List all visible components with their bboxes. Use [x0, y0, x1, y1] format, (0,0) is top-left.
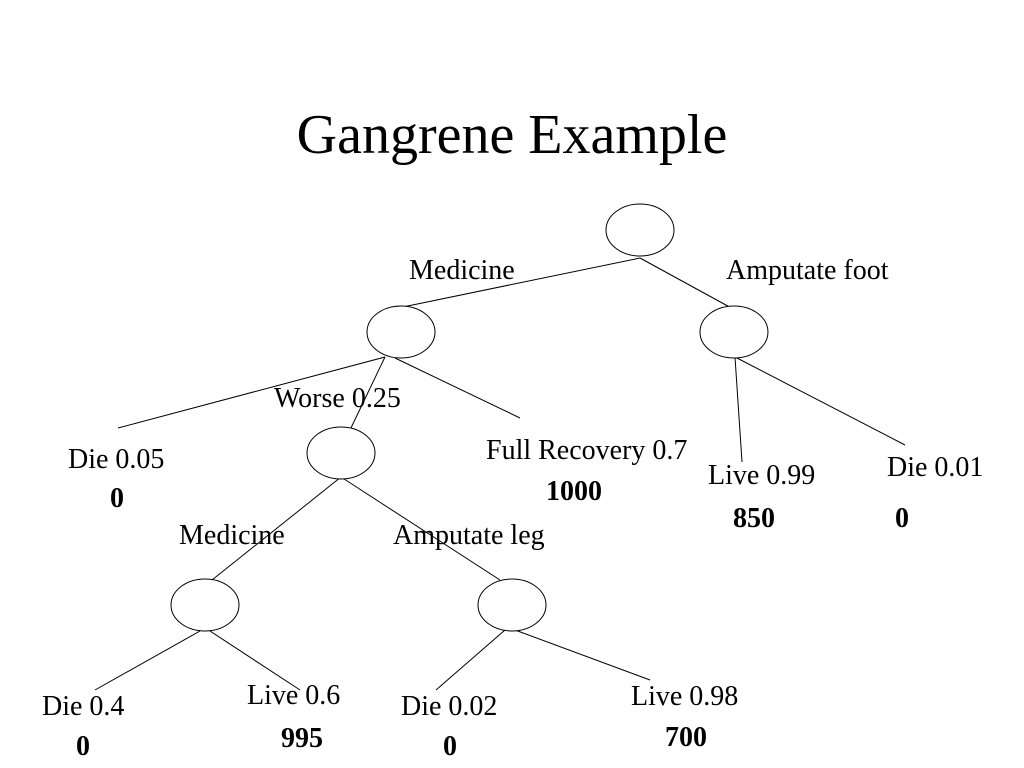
- edge-medicine-die: [117, 356, 386, 429]
- edge-root-amputate-foot: [639, 257, 736, 311]
- edge-leg-die: [435, 629, 506, 691]
- value-foot-die: 0: [895, 503, 909, 534]
- value-wmed-die: 0: [76, 731, 90, 762]
- label-leg-live: Live 0.98: [631, 681, 739, 712]
- label-worse-medicine: Medicine: [179, 520, 285, 551]
- edge-leg-live: [514, 629, 651, 681]
- label-wmed-live: Live 0.6: [247, 680, 341, 711]
- label-foot-die: Die 0.01: [887, 452, 984, 483]
- label-root-amputate-foot: Amputate foot: [726, 255, 889, 286]
- value-wmed-live: 995: [281, 723, 323, 754]
- edge-foot-live: [734, 356, 743, 463]
- edge-root-medicine: [397, 257, 641, 309]
- node-worse-medicine: [170, 578, 240, 632]
- label-worse-amputate-leg: Amputate leg: [393, 520, 545, 551]
- edge-wmed-die: [94, 630, 201, 691]
- node-amputate-leg: [477, 578, 547, 632]
- edge-worse-amputate-leg: [340, 476, 501, 581]
- label-wmed-die: Die 0.4: [42, 691, 125, 722]
- label-medicine-worse: Worse 0.25: [274, 383, 401, 414]
- edge-medicine-worse: [349, 356, 386, 431]
- edge-medicine-full-recovery: [394, 357, 521, 419]
- value-leg-live: 700: [665, 722, 707, 753]
- edge-worse-medicine: [211, 476, 342, 581]
- value-foot-live: 850: [733, 503, 775, 534]
- label-leg-die: Die 0.02: [401, 691, 498, 722]
- node-root: [605, 203, 675, 257]
- node-worse: [306, 426, 376, 480]
- edge-wmed-live: [209, 630, 301, 691]
- value-medicine-full-recovery: 1000: [546, 476, 602, 507]
- label-foot-live: Live 0.99: [708, 460, 816, 491]
- label-root-medicine: Medicine: [409, 255, 515, 286]
- value-medicine-die: 0: [110, 483, 124, 514]
- node-medicine: [366, 305, 436, 359]
- label-medicine-die: Die 0.05: [68, 444, 165, 475]
- value-leg-die: 0: [443, 731, 457, 762]
- page-title: Gangrene Example: [296, 104, 728, 166]
- edge-foot-die: [734, 356, 906, 446]
- label-medicine-full-recovery: Full Recovery 0.7: [486, 435, 688, 466]
- node-amputate-foot: [699, 305, 769, 359]
